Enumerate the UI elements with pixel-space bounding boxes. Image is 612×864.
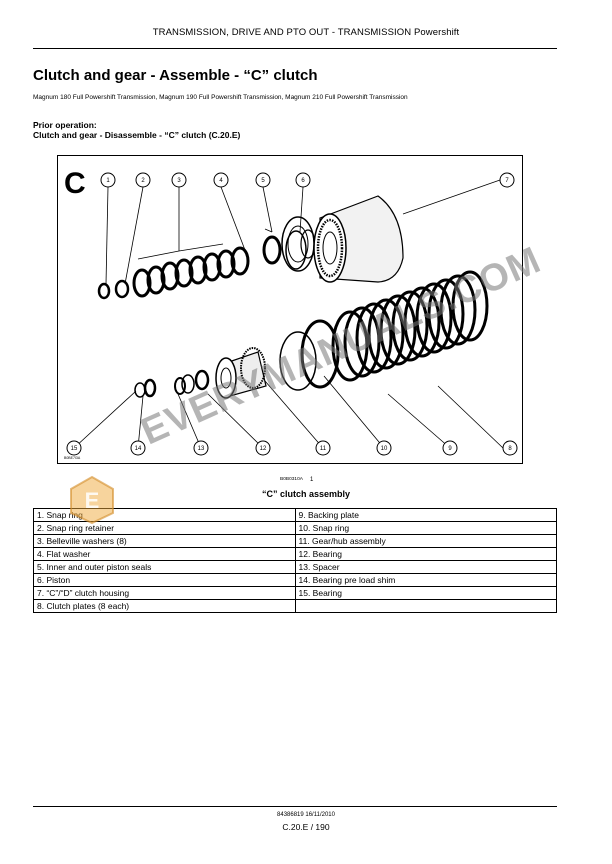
svg-text:14: 14 <box>135 446 142 452</box>
svg-text:13: 13 <box>198 446 205 452</box>
table-cell: 15. Bearing <box>294 586 557 600</box>
table-cell: 5. Inner and outer piston seals <box>33 560 296 574</box>
svg-text:1: 1 <box>106 178 110 184</box>
svg-text:E: E <box>85 488 100 513</box>
table-row: 3. Belleville washers (8)11. Gear/hub as… <box>33 534 557 548</box>
leader-lines <box>73 179 504 449</box>
callout-10: 10 <box>376 440 392 456</box>
table-cell: 11. Gear/hub assembly <box>294 534 557 548</box>
callout-5: 5 <box>255 172 271 188</box>
svg-text:6: 6 <box>301 178 305 184</box>
page-title: Clutch and gear - Assemble - “C” clutch <box>33 67 318 84</box>
svg-text:4: 4 <box>219 178 223 184</box>
callout-3: 3 <box>171 172 187 188</box>
table-row: 8. Clutch plates (8 each) <box>33 599 557 613</box>
svg-text:12: 12 <box>260 446 267 452</box>
table-cell: 8. Clutch plates (8 each) <box>33 599 296 613</box>
svg-text:11: 11 <box>320 446 327 452</box>
figure-number: 1 <box>310 477 314 483</box>
callout-13: 13 <box>193 440 209 456</box>
svg-text:2: 2 <box>141 178 145 184</box>
clutch-exploded-drawing: C <box>64 167 518 460</box>
model-applicability: Magnum 180 Full Powershift Transmission,… <box>33 94 408 101</box>
svg-text:15: 15 <box>71 446 78 452</box>
table-cell: 6. Piston <box>33 573 296 587</box>
callout-7: 7 <box>499 172 515 188</box>
figure-side-code: B0BE7I3A <box>64 456 81 460</box>
footer-rule <box>33 806 557 807</box>
table-cell: 14. Bearing pre load shim <box>294 573 557 587</box>
callout-15: 15 <box>66 440 82 456</box>
callout-1: 1 <box>100 172 116 188</box>
table-cell: 4. Flat washer <box>33 547 296 561</box>
exploded-view-figure: C <box>57 155 523 464</box>
svg-text:8: 8 <box>508 446 512 452</box>
callout-14: 14 <box>130 440 146 456</box>
callout-11: 11 <box>315 440 331 456</box>
table-cell <box>294 599 557 613</box>
figure-letter: C <box>64 167 86 200</box>
table-cell: 10. Snap ring <box>294 521 557 535</box>
callout-8: 8 <box>502 440 518 456</box>
table-cell: 7. “C”/“D” clutch housing <box>33 586 296 600</box>
svg-text:5: 5 <box>261 178 265 184</box>
watermark-logo-icon: E <box>70 475 114 525</box>
document-info: 84386819 16/11/2010 <box>277 812 335 818</box>
header-rule <box>33 48 557 49</box>
svg-text:10: 10 <box>381 446 388 452</box>
svg-text:9: 9 <box>448 446 452 452</box>
prior-operation-label: Prior operation: <box>33 120 97 130</box>
upper-row-parts <box>97 195 404 300</box>
lower-row-parts <box>134 270 489 399</box>
table-cell: 12. Bearing <box>294 547 557 561</box>
callouts: 1 2 3 4 5 6 7 8 9 10 11 12 13 14 15 <box>66 172 518 456</box>
table-cell: 9. Backing plate <box>294 508 557 522</box>
callout-2: 2 <box>135 172 151 188</box>
svg-text:7: 7 <box>505 178 509 184</box>
callout-6: 6 <box>295 172 311 188</box>
figure-code: B0B0310A <box>280 477 303 482</box>
callout-4: 4 <box>213 172 229 188</box>
table-cell: 13. Spacer <box>294 560 557 574</box>
figure-caption: “C” clutch assembly <box>261 489 351 499</box>
page-number: C.20.E / 190 <box>282 822 330 832</box>
svg-text:3: 3 <box>177 178 181 184</box>
callout-12: 12 <box>255 440 271 456</box>
running-header: TRANSMISSION, DRIVE AND PTO OUT - TRANSM… <box>152 27 460 38</box>
callout-9: 9 <box>442 440 458 456</box>
prior-operation-link[interactable]: Clutch and gear - Disassemble - “C” clut… <box>33 130 241 140</box>
table-cell: 3. Belleville washers (8) <box>33 534 296 548</box>
